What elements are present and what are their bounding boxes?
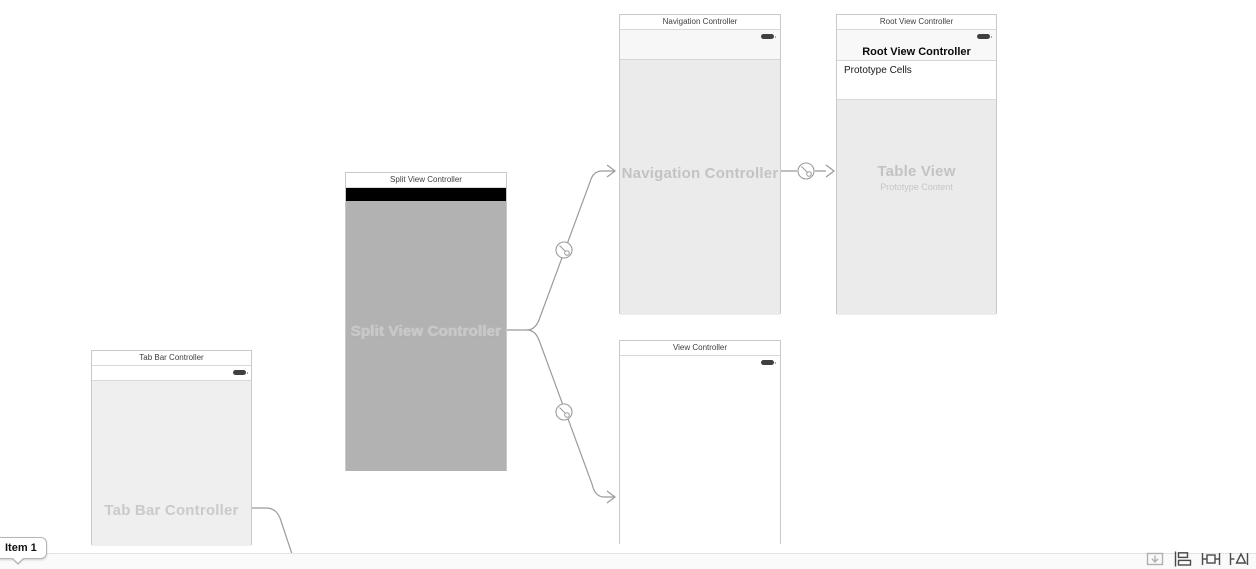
battery-icon xyxy=(233,370,248,375)
tab-bar-controller-body[interactable]: Tab Bar Controller xyxy=(92,381,251,546)
split-view-black-bar xyxy=(346,188,506,201)
relationship-segue-icon[interactable] xyxy=(555,241,573,259)
scene-title-root-view-controller[interactable]: Root View Controller xyxy=(837,15,996,30)
segue-arrow-view-controller xyxy=(606,490,616,504)
segue-line-split-to-view-controller[interactable] xyxy=(526,329,615,498)
view-controller-body[interactable] xyxy=(620,356,780,544)
embed-in-stack-icon[interactable] xyxy=(1145,550,1165,568)
tab-bar-placeholder-label: Tab Bar Controller xyxy=(104,502,239,519)
table-view-body[interactable]: Table View Prototype Content xyxy=(837,100,996,315)
canvas-bottom-bar xyxy=(0,550,1256,569)
relationship-segue-icon[interactable] xyxy=(797,162,815,180)
tab-item-callout[interactable]: Item 1 xyxy=(0,537,47,565)
scene-split-view-controller[interactable]: Split View Controller Split View Control… xyxy=(345,172,507,471)
segue-arrow-navigation xyxy=(606,164,616,178)
table-view-placeholder-label: Table View xyxy=(877,163,956,180)
navigation-bar[interactable] xyxy=(620,30,780,60)
relationship-segue-icon[interactable] xyxy=(555,403,573,421)
segue-arrow-root xyxy=(825,164,835,178)
segue-line-split-to-navigation[interactable] xyxy=(507,170,615,331)
battery-icon xyxy=(761,360,776,365)
scene-tab-bar-controller[interactable]: Tab Bar Controller Tab Bar Controller xyxy=(91,350,252,546)
battery-icon xyxy=(761,34,776,39)
navigation-controller-body[interactable]: Navigation Controller xyxy=(620,60,780,315)
tab-bar-status-bar[interactable] xyxy=(92,366,251,381)
align-icon[interactable] xyxy=(1173,550,1193,568)
scene-title-view-controller[interactable]: View Controller xyxy=(620,341,780,356)
prototype-cell[interactable]: Prototype Cells xyxy=(837,61,996,100)
scene-title-tab-bar-controller[interactable]: Tab Bar Controller xyxy=(92,351,251,366)
scene-root-view-controller[interactable]: Root View Controller Root View Controlle… xyxy=(836,14,997,315)
resolve-auto-layout-issues-icon[interactable] xyxy=(1229,550,1249,568)
prototype-cells-label: Prototype Cells xyxy=(844,65,912,76)
tab-item-callout-label: Item 1 xyxy=(5,542,37,554)
scene-navigation-controller[interactable]: Navigation Controller Navigation Control… xyxy=(619,14,781,315)
root-nav-bar-title: Root View Controller xyxy=(862,46,971,58)
prototype-content-placeholder-label: Prototype Content xyxy=(880,182,953,192)
add-new-constraints-icon[interactable] xyxy=(1201,550,1221,568)
root-navigation-bar[interactable]: Root View Controller xyxy=(837,30,996,61)
scene-title-split-view-controller[interactable]: Split View Controller xyxy=(346,173,506,188)
scene-view-controller[interactable]: View Controller xyxy=(619,340,781,544)
battery-icon xyxy=(977,34,992,39)
scene-title-navigation-controller[interactable]: Navigation Controller xyxy=(620,15,780,30)
navigation-placeholder-label: Navigation Controller xyxy=(621,165,779,182)
split-view-placeholder-label: Split View Controller xyxy=(350,323,502,340)
auto-layout-toolbar xyxy=(1145,550,1249,568)
split-view-body[interactable]: Split View Controller xyxy=(346,201,506,471)
